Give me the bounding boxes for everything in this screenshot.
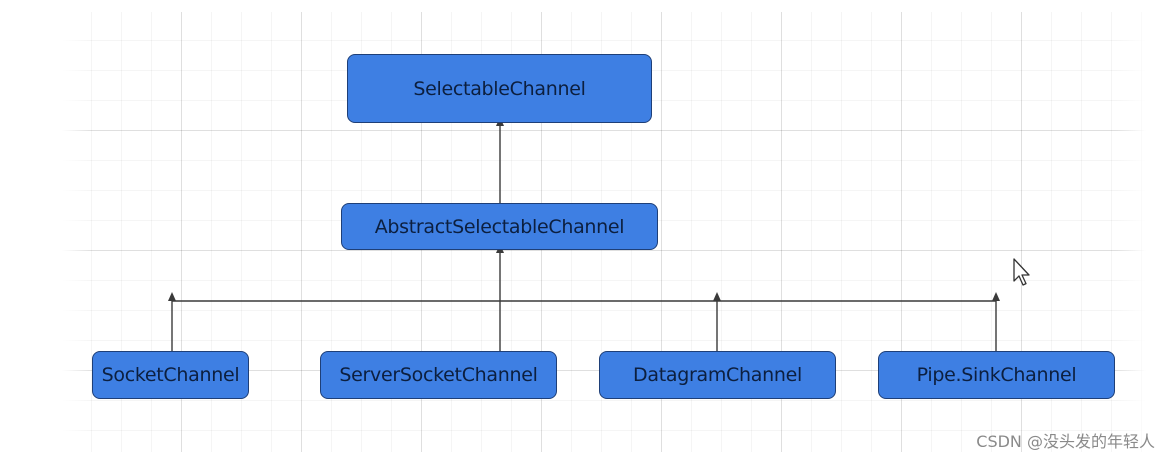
grid-fade-right xyxy=(1116,12,1146,452)
node-socket-channel[interactable]: SocketChannel xyxy=(92,351,249,399)
node-selectable-channel[interactable]: SelectableChannel xyxy=(347,54,652,123)
mouse-pointer-icon xyxy=(1013,258,1030,286)
node-label: AbstractSelectableChannel xyxy=(374,215,625,238)
node-server-socket-channel[interactable]: ServerSocketChannel xyxy=(320,351,557,399)
node-label: ServerSocketChannel xyxy=(339,364,538,386)
grid-fade-left xyxy=(62,12,92,452)
node-label: SocketChannel xyxy=(101,364,240,386)
node-label: DatagramChannel xyxy=(633,364,802,386)
node-pipe-sink-channel[interactable]: Pipe.SinkChannel xyxy=(878,351,1115,399)
node-datagram-channel[interactable]: DatagramChannel xyxy=(599,351,836,399)
node-label: SelectableChannel xyxy=(413,77,586,100)
node-abstract-selectable-channel[interactable]: AbstractSelectableChannel xyxy=(341,203,658,250)
watermark: CSDN @没头发的年轻人 xyxy=(976,432,1155,451)
node-label: Pipe.SinkChannel xyxy=(916,364,1077,386)
